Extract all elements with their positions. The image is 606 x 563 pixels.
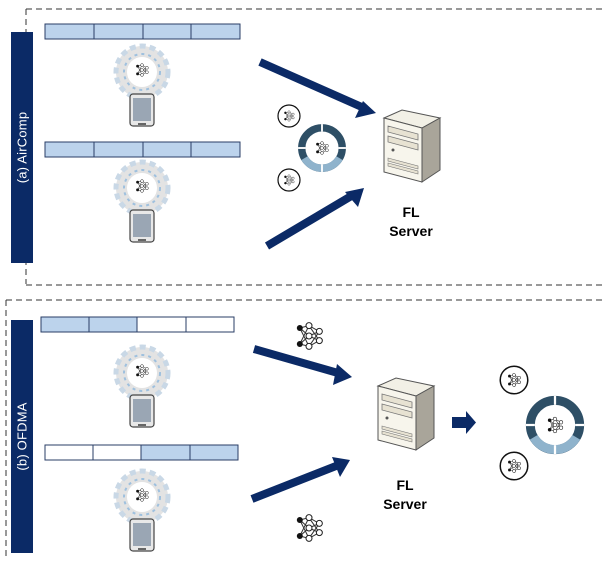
neural-network-icon bbox=[296, 322, 323, 350]
neural-network-icon bbox=[296, 514, 323, 542]
server-icon bbox=[377, 377, 435, 451]
server-label-ofdma: FL Server bbox=[383, 477, 427, 512]
neural-network-icon bbox=[500, 452, 528, 480]
arrow-aircomp-2 bbox=[264, 188, 364, 250]
smartphone-icon bbox=[116, 162, 168, 242]
section-label-aircomp-text: (a) AirComp bbox=[14, 111, 30, 184]
aggregation-ring-icon bbox=[298, 124, 346, 172]
device-ofdma-2 bbox=[116, 471, 168, 551]
smartphone-icon bbox=[116, 471, 168, 551]
device-aircomp-2 bbox=[116, 162, 168, 242]
arrow-aircomp-1 bbox=[258, 58, 376, 118]
bar-aircomp-bottom bbox=[44, 141, 241, 158]
aggregation-ring-icon bbox=[526, 396, 584, 454]
neural-network-icon bbox=[278, 105, 300, 127]
arrow-ofdma-2 bbox=[250, 457, 350, 503]
section-label-ofdma: (b) OFDMA bbox=[11, 320, 33, 553]
device-aircomp-1 bbox=[116, 46, 168, 126]
smartphone-icon bbox=[116, 46, 168, 126]
server-label-aircomp: FL Server bbox=[389, 204, 433, 239]
smartphone-icon bbox=[116, 347, 168, 427]
arrow-ofdma-1 bbox=[252, 345, 352, 385]
device-ofdma-1 bbox=[116, 347, 168, 427]
section-label-ofdma-text: (b) OFDMA bbox=[14, 402, 30, 471]
neural-network-icon bbox=[500, 366, 528, 394]
bar-ofdma-top bbox=[40, 316, 235, 333]
arrow-ofdma-aggregate bbox=[452, 411, 476, 434]
section-label-aircomp: (a) AirComp bbox=[11, 32, 33, 263]
bar-aircomp-top bbox=[44, 23, 241, 40]
server-icon bbox=[383, 109, 441, 183]
neural-network-icon bbox=[278, 169, 300, 191]
bar-ofdma-bottom bbox=[44, 444, 239, 461]
